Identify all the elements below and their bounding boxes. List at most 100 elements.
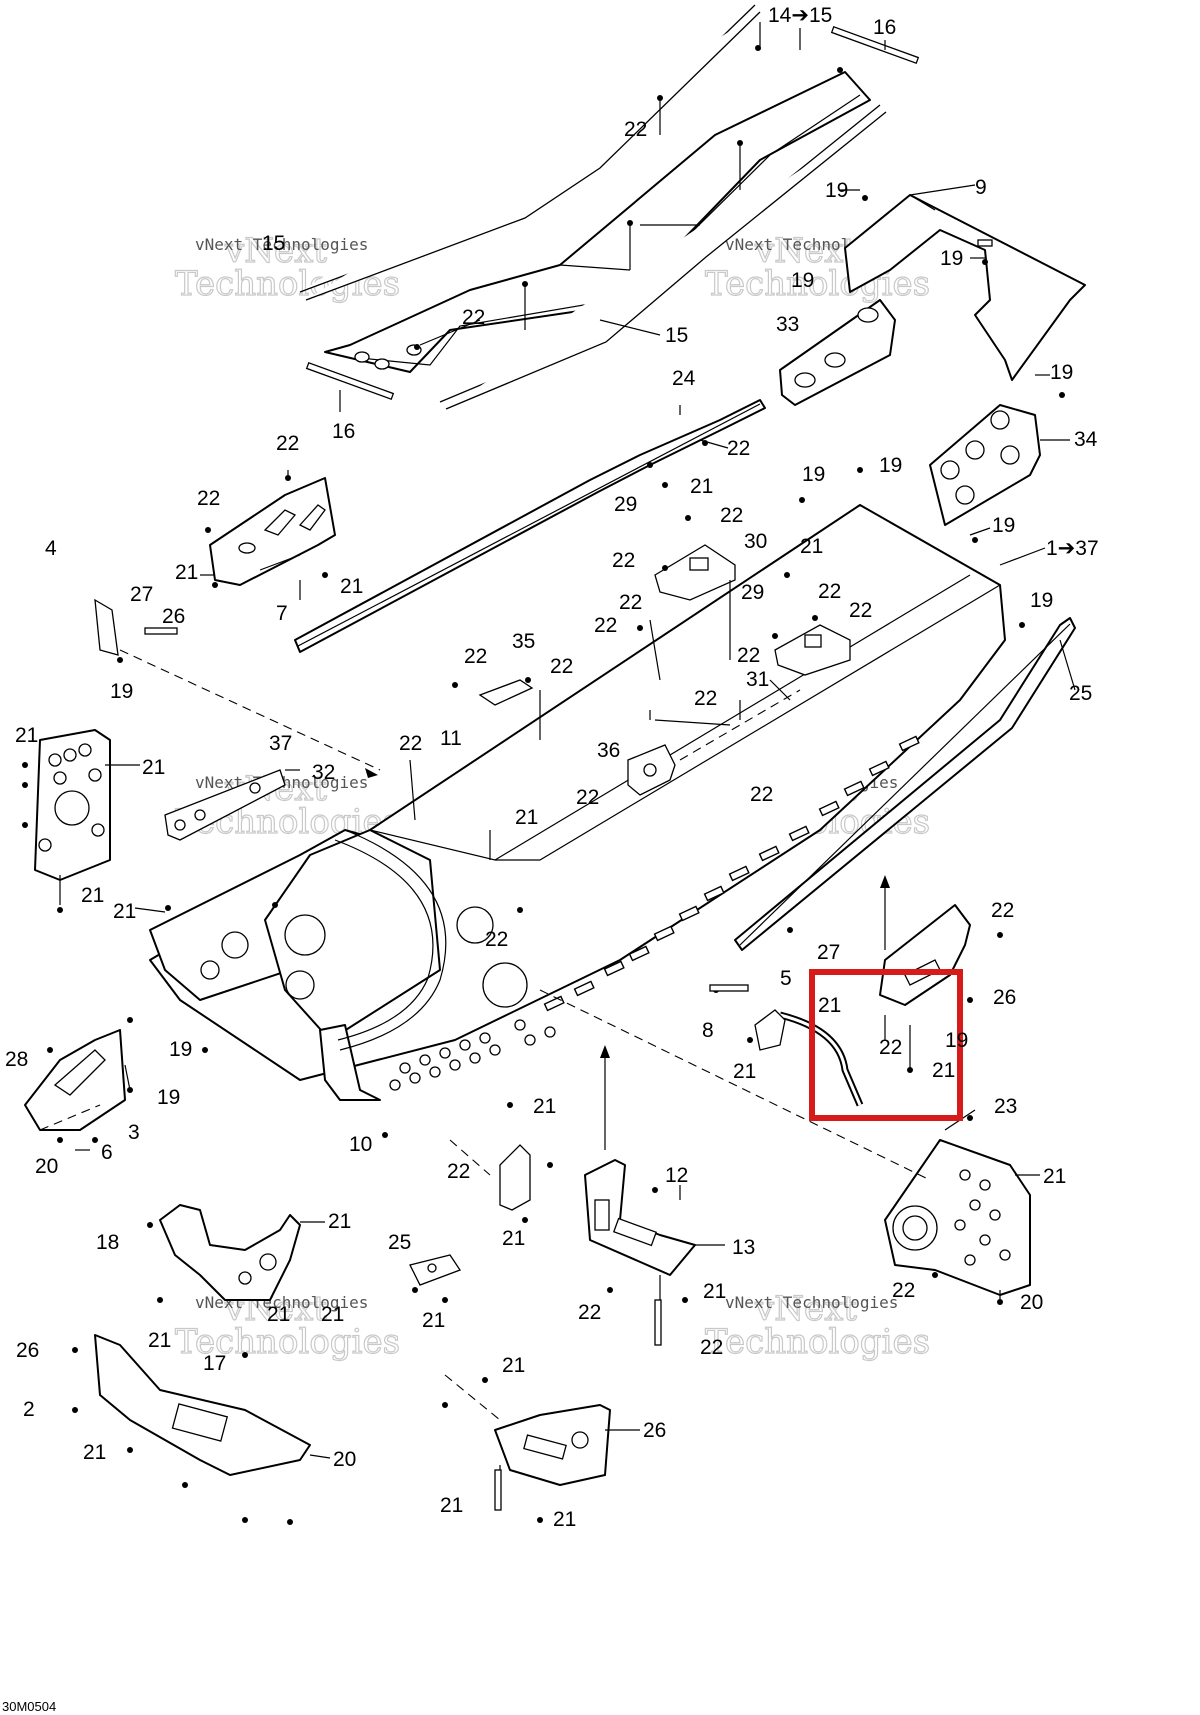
watermark-top-right: vNext Technologies vNext Technologies (704, 230, 930, 304)
callout-21: 21 (83, 1441, 106, 1464)
callout-19: 19 (110, 680, 133, 703)
callout-16: 16 (332, 420, 355, 443)
callout-12: 21 (1043, 1165, 1066, 1188)
callout-21: 26 (993, 986, 1016, 1009)
handle-part-5 (754, 1009, 864, 1107)
callout-2: 20 (333, 1448, 356, 1471)
plate-part-11 (34, 729, 111, 881)
callout-25: 25 (1069, 682, 1092, 705)
callout-30: 30 (744, 530, 767, 553)
svg-text:vNext: vNext (224, 231, 327, 271)
callout-22: 22 (727, 437, 750, 460)
callout-22: 22 (612, 549, 635, 572)
callout-21: 23 (994, 1095, 1017, 1118)
frame-part-2 (94, 1334, 311, 1476)
callout-29: 29 (614, 493, 637, 516)
callout-21: 37 (269, 732, 292, 755)
diagram-code: 30M0504 (2, 1699, 56, 1714)
rail-part-24 (294, 399, 766, 653)
handle-part-4 (43, 586, 119, 656)
bracket-part-37 (164, 769, 286, 841)
bracket-part-35 (478, 679, 534, 706)
bracket-part-30 (654, 544, 736, 601)
callout-33: 33 (776, 313, 799, 336)
bolt-part-26 (144, 627, 749, 1511)
callout-1-37: 1➔37 (1046, 537, 1099, 560)
callout-21: 10 (349, 1133, 372, 1156)
callout-22: 22 (619, 591, 642, 614)
callout-22: 19 (945, 1029, 968, 1052)
callout-5: 21 (818, 994, 841, 1017)
callout-14-15: 14➔15 (768, 4, 832, 27)
callout-19: 19 (1050, 361, 1073, 384)
bracket-part-32 (627, 744, 676, 796)
callout-19: 19 (791, 269, 814, 292)
callout-19: 19 (992, 514, 1015, 537)
callout-26: 8 (702, 1019, 714, 1042)
callout-15: 15 (665, 324, 688, 347)
callout-19: 19 (940, 247, 963, 270)
callout-22: 22 (818, 580, 841, 603)
callout-22: 21 (502, 1354, 525, 1377)
callout-22: 22 (464, 645, 487, 668)
callout-29: 29 (741, 581, 764, 604)
callout-27: 5 (780, 967, 792, 990)
callout-20: 26 (16, 1339, 39, 1362)
seal-strip-part-15-right (439, 104, 887, 410)
callout-21: 18 (96, 1231, 119, 1254)
callout-3: 20 (35, 1155, 58, 1178)
callout-6: 22 (447, 1160, 470, 1183)
callout-7: 7 (276, 602, 288, 625)
callout-21: 21 (321, 1303, 344, 1326)
callout-21: 22 (892, 1279, 915, 1302)
end-strip-part-16-top (830, 25, 920, 65)
callout-22: 22 (849, 599, 872, 622)
callout-11: 21 (142, 756, 165, 779)
tunnel-cover-part-15 (324, 71, 871, 373)
bracket-part-13 (409, 1254, 461, 1286)
dashed-guide-lines (39, 649, 931, 1421)
callout-27: 27 (130, 583, 153, 606)
callout-labels: 14➔15 16 22 19 9 15 19 19 22 15 33 19 16… (5, 4, 1099, 1531)
callout-22: 22 (594, 614, 617, 637)
callout-21: 21 (81, 884, 104, 907)
callout-21: 2 (23, 1398, 35, 1421)
callout-37: 32 (312, 761, 335, 784)
callout-26: 21 (440, 1494, 463, 1517)
end-strip-part-16-bottom (305, 361, 395, 401)
bracket-part-17 (494, 1404, 611, 1486)
callout-19: 21 (733, 1060, 756, 1083)
callout-19: 21 (533, 1095, 556, 1118)
svg-text:vNext Technologies: vNext Technologies (725, 1293, 898, 1312)
svg-text:Technologies: Technologies (175, 1322, 400, 1362)
callout-10: 21 (328, 1210, 351, 1233)
svg-text:vNext: vNext (754, 1289, 857, 1329)
callout-22: 22 (399, 732, 422, 755)
svg-text:Technologies: Technologies (705, 264, 930, 304)
callout-22: 21 (422, 1309, 445, 1332)
callout-18: 13 (732, 1236, 755, 1259)
callout-19: 19 (879, 454, 902, 477)
callout-15: 15 (262, 232, 285, 255)
callout-21: 21 (553, 1508, 576, 1531)
callout-22: 27 (817, 941, 840, 964)
callout-21: 21 (175, 561, 198, 584)
callout-22: 21 (515, 806, 538, 829)
callout-28: 19 (157, 1086, 180, 1109)
bracket-part-31 (774, 624, 851, 676)
callout-21: 17 (203, 1352, 226, 1375)
plate-part-34 (929, 404, 1041, 526)
callout-21: 21 (340, 575, 363, 598)
highlight-box (809, 969, 963, 1121)
callout-35: 35 (512, 630, 535, 653)
rail-part-25 (734, 617, 1076, 951)
callout-21: 20 (1020, 1291, 1043, 1314)
callout-21: 21 (800, 535, 823, 558)
callout-22: 22 (197, 487, 220, 510)
callout-19: 19 (802, 463, 825, 486)
callout-19: 19 (1030, 589, 1053, 612)
assembly-arrows (365, 768, 890, 1150)
plate-part-33 (779, 299, 896, 406)
svg-text:Technologies: Technologies (705, 1322, 930, 1362)
